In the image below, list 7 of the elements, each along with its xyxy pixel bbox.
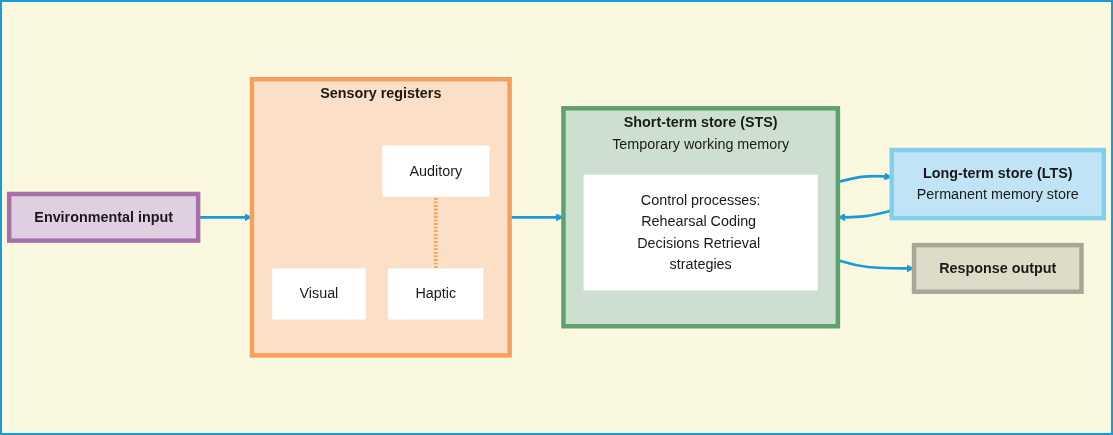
node-box: Auditory xyxy=(382,145,490,197)
node-box: Response output xyxy=(911,243,1084,295)
node-box: Environmental input xyxy=(6,191,201,244)
node-box: Control processes: Rehearsal Coding Decisions Retrieval strategies xyxy=(583,174,818,291)
node-box: Visual xyxy=(272,268,366,320)
node-box: Haptic xyxy=(388,268,484,320)
node-box: Long-term store (LTS) Permanent memory store xyxy=(889,148,1107,221)
